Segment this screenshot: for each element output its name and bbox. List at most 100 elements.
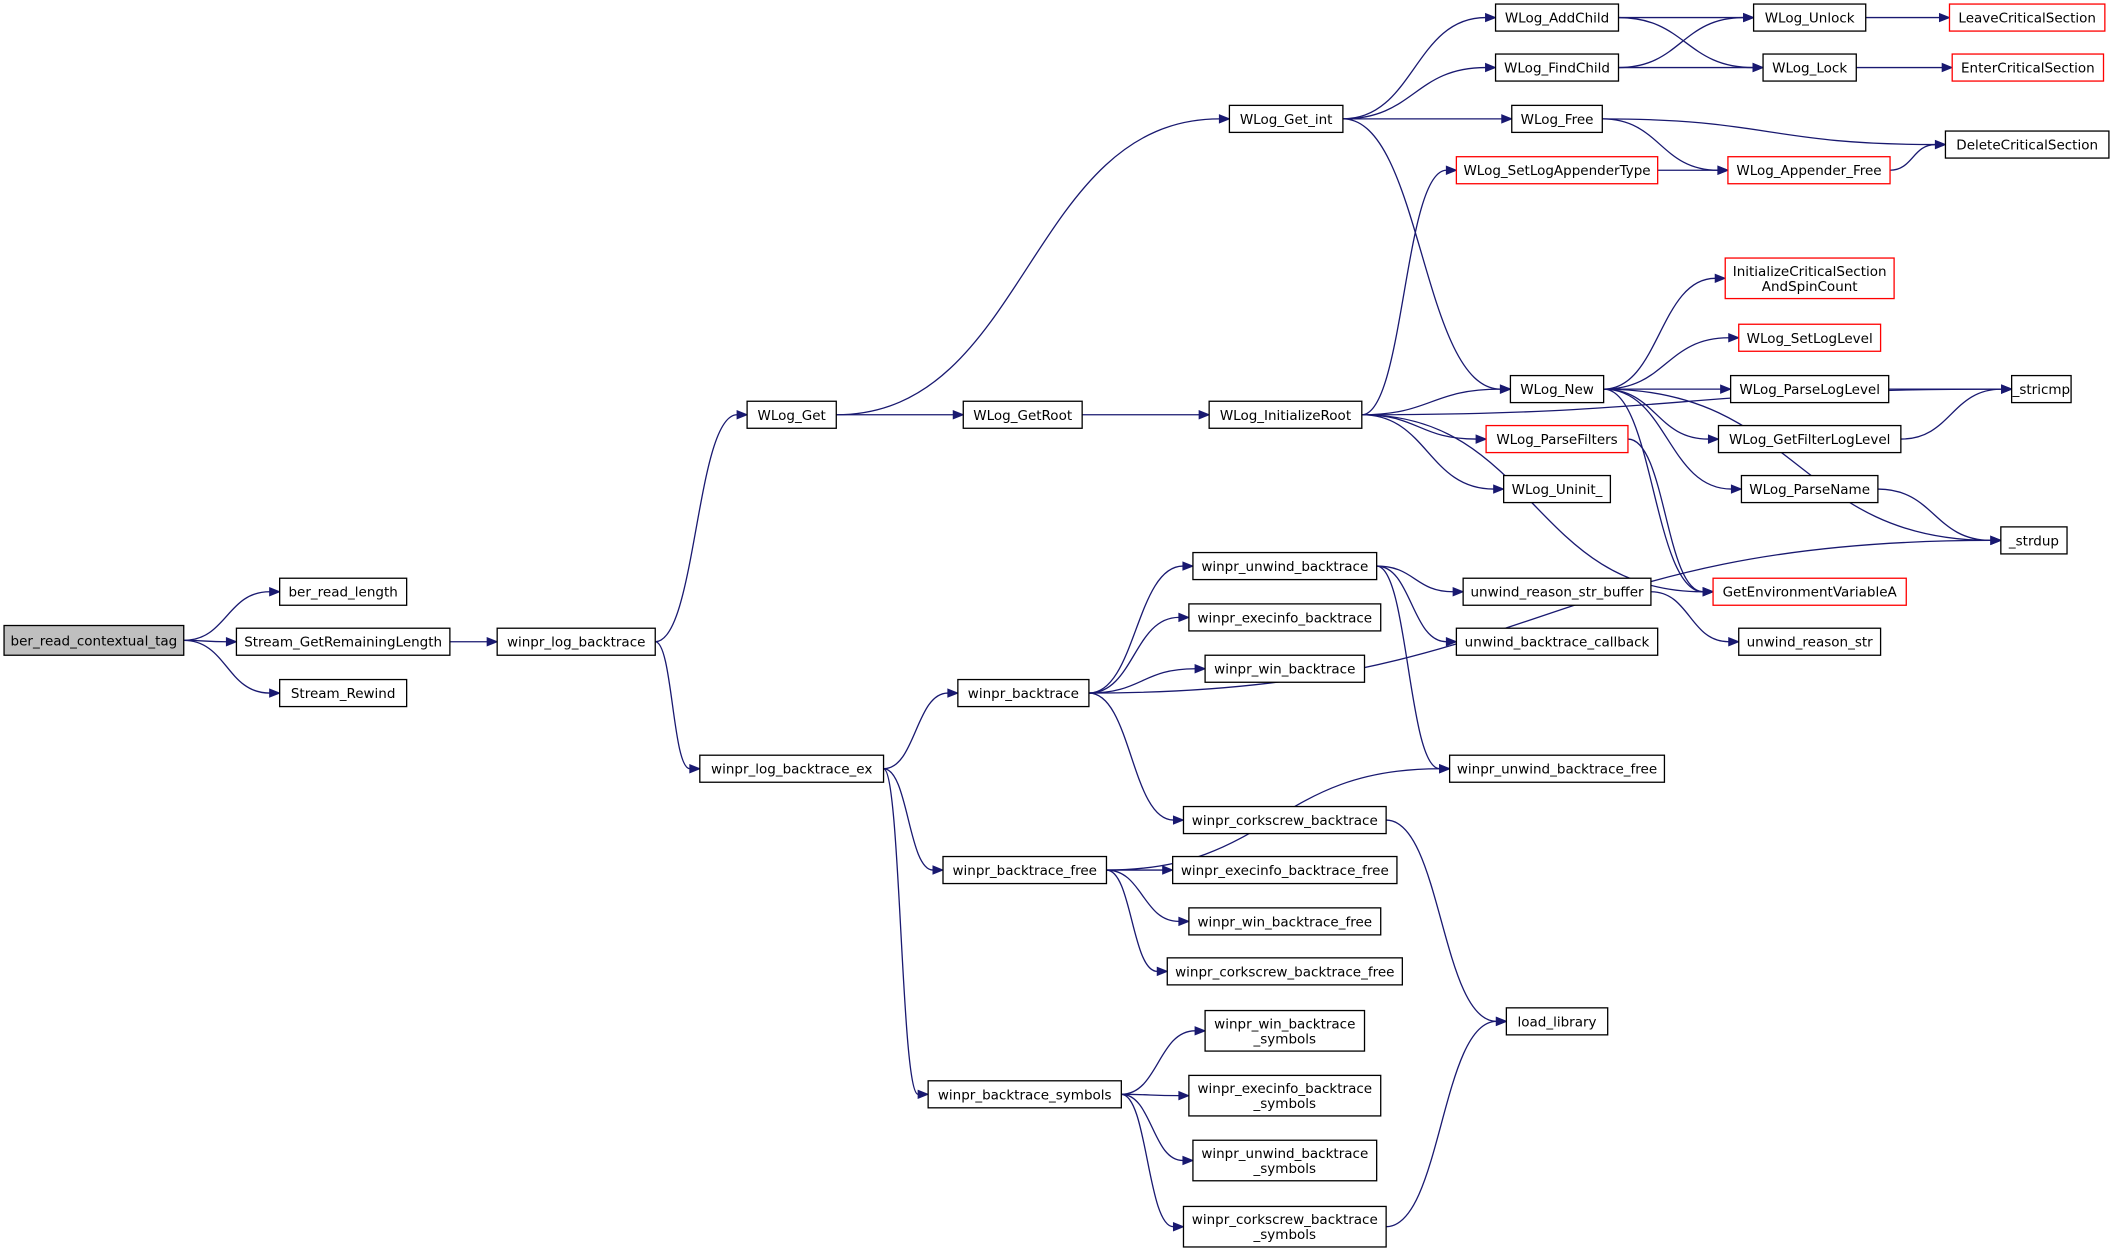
node-winpr_backtrace_free[interactable]: winpr_backtrace_free [942, 855, 1108, 885]
node-WLog_GetFilterLogLevel[interactable]: WLog_GetFilterLogLevel [1717, 424, 1902, 454]
node-winpr_log_backtrace_ex[interactable]: winpr_log_backtrace_ex [699, 754, 885, 783]
edge-WLog_Appender_Free-to-DeleteCriticalSection [1890, 139, 1947, 171]
edge-arrowhead [486, 636, 499, 647]
node-DeleteCriticalSection[interactable]: DeleteCriticalSection [1944, 130, 2110, 159]
node-ber_read_contextual_tag: ber_read_contextual_tag [3, 624, 185, 656]
node-unwind_backtrace_callback[interactable]: unwind_backtrace_callback [1455, 627, 1659, 656]
node-label: winpr_unwind_backtrace_free [1457, 762, 1657, 778]
node-_stricmp[interactable]: _stricmp [2010, 374, 2072, 404]
edge-winpr_backtrace-to-winpr_corkscrew_backtrace [1088, 692, 1185, 825]
node-box [1762, 53, 1857, 82]
node-label: winpr_execinfo_backtrace_free [1181, 863, 1389, 879]
edge-arrowhead [269, 586, 282, 597]
edge-winpr_log_backtrace-to-WLog_Get [655, 410, 749, 643]
node-ber_read_length[interactable]: ber_read_length [279, 577, 408, 606]
node-WLog_Unlock[interactable]: WLog_Unlock [1752, 3, 1867, 32]
node-Stream_Rewind[interactable]: Stream_Rewind [279, 678, 408, 708]
edge-arrowhead [1445, 636, 1458, 647]
edge-unwind_reason_str_buffer-to-unwind_reason_str [1650, 591, 1741, 647]
node-winpr_unwind_backtrace[interactable]: winpr_unwind_backtrace [1192, 551, 1378, 581]
node-winpr_win_backtrace_symbols[interactable]: winpr_win_backtrace_symbols [1204, 1009, 1366, 1052]
node-WLog_Lock[interactable]: WLog_Lock [1762, 53, 1857, 82]
node-label: ber_read_contextual_tag [11, 633, 178, 649]
edge-arrowhead [1495, 1016, 1508, 1027]
node-GetEnvironmentVariableA[interactable]: GetEnvironmentVariableA [1712, 577, 1907, 606]
node-WLog_AddChild[interactable]: WLog_AddChild [1494, 3, 1620, 32]
node-WLog_ParseFilters[interactable]: WLog_ParseFilters [1485, 424, 1629, 454]
edge-WLog_AddChild-to-WLog_Lock [1618, 16, 1765, 73]
node-box [279, 577, 408, 606]
edge-arrowhead [947, 688, 960, 698]
node-winpr_unwind_backtrace_free[interactable]: winpr_unwind_backtrace_free [1448, 754, 1666, 783]
edge-arrowhead [1218, 114, 1231, 124]
node-Stream_GetRemainingLength[interactable]: Stream_GetRemainingLength [235, 627, 451, 656]
edge-winpr_backtrace-to-winpr_unwind_backtrace [1088, 561, 1195, 694]
edge-arrowhead [1178, 612, 1191, 623]
edge-WLog_ParseFilters-to-GetEnvironmentVariableA [1627, 438, 1715, 597]
edge-arrowhead [1178, 1090, 1191, 1101]
node-unwind_reason_str[interactable]: unwind_reason_str [1738, 627, 1882, 656]
edge-winpr_backtrace-to-_strdup [1088, 535, 2003, 694]
node-WLog_InitializeRoot[interactable]: WLog_InitializeRoot [1208, 400, 1363, 429]
edge-arrowhead [1990, 535, 2003, 546]
edge-winpr_backtrace-to-winpr_execinfo_backtrace [1088, 612, 1191, 694]
edge-arrowhead [1728, 333, 1741, 343]
node-WLog_ParseLogLevel[interactable]: WLog_ParseLogLevel [1729, 374, 1890, 404]
node-box [1505, 1007, 1609, 1036]
node-WLog_SetLogLevel[interactable]: WLog_SetLogLevel [1738, 323, 1882, 352]
node-label: WLog_Get_int [1240, 112, 1333, 128]
edge-arrowhead [736, 410, 749, 420]
node-WLog_Uninit_[interactable]: WLog_Uninit_ [1503, 474, 1612, 504]
node-_strdup[interactable]: _strdup [2000, 526, 2068, 555]
node-winpr_execinfo_backtrace[interactable]: winpr_execinfo_backtrace [1188, 603, 1382, 632]
node-WLog_GetRoot[interactable]: WLog_GetRoot [962, 400, 1083, 429]
node-label: WLog_Lock [1772, 61, 1847, 77]
edge-winpr_backtrace-to-winpr_win_backtrace [1088, 664, 1207, 694]
edge-arrowhead [1743, 12, 1755, 23]
node-label: _strdup [2008, 533, 2059, 549]
node-winpr_unwind_backtrace_symbols[interactable]: winpr_unwind_backtrace_symbols [1192, 1139, 1378, 1182]
node-EnterCriticalSection[interactable]: EnterCriticalSection [1951, 53, 2105, 82]
edge-WLog_Get_int-to-WLog_AddChild [1342, 12, 1497, 120]
edge-winpr_log_backtrace-to-winpr_log_backtrace_ex [654, 641, 702, 774]
node-WLog_ParseName[interactable]: WLog_ParseName [1740, 474, 1879, 504]
node-load_library[interactable]: load_library [1505, 1007, 1609, 1036]
edge-WLog_GetFilterLogLevel-to-_stricmp [1900, 384, 2013, 440]
node-label: winpr_execinfo_backtrace [1198, 610, 1373, 626]
node-WLog_Free[interactable]: WLog_Free [1511, 104, 1603, 134]
node-WLog_Get_int[interactable]: WLog_Get_int [1228, 104, 1344, 134]
node-label: WLog_ParseLogLevel [1739, 382, 1880, 398]
node-WLog_Appender_Free[interactable]: WLog_Appender_Free [1727, 156, 1891, 185]
node-WLog_SetLogAppenderType[interactable]: WLog_SetLogAppenderType [1455, 156, 1659, 185]
node-WLog_Get[interactable]: WLog_Get [746, 400, 837, 429]
node-label: Stream_Rewind [291, 686, 396, 702]
node-label: WLog_InitializeRoot [1220, 408, 1351, 424]
node-box [1204, 654, 1366, 683]
edge-arrowhead [1938, 12, 1951, 23]
node-winpr_execinfo_backtrace_symbols[interactable]: winpr_execinfo_backtrace_symbols [1188, 1074, 1382, 1117]
edge-arrowhead [225, 636, 238, 647]
node-unwind_reason_str_buffer[interactable]: unwind_reason_str_buffer [1462, 577, 1652, 606]
node-winpr_win_backtrace[interactable]: winpr_win_backtrace [1204, 654, 1366, 683]
edge-winpr_unwind_backtrace-to-unwind_reason_str_buffer [1376, 565, 1465, 597]
node-box [1948, 3, 2106, 32]
edge-WLog_InitializeRoot-to-WLog_Uninit_ [1361, 414, 1506, 494]
node-WLog_New[interactable]: WLog_New [1509, 374, 1605, 404]
edge-WLog_Unlock-to-LeaveCriticalSection [1865, 12, 1951, 23]
node-box [496, 627, 656, 656]
node-label: winpr_corkscrew_backtrace [1192, 813, 1378, 829]
node-winpr_backtrace_symbols[interactable]: winpr_backtrace_symbols [927, 1080, 1122, 1109]
edge-arrowhead [269, 688, 282, 698]
node-winpr_log_backtrace[interactable]: winpr_log_backtrace [496, 627, 656, 656]
node-LeaveCriticalSection[interactable]: LeaveCriticalSection [1948, 3, 2106, 32]
node-box [1462, 577, 1652, 606]
node-winpr_corkscrew_backtrace_free[interactable]: winpr_corkscrew_backtrace_free [1166, 957, 1403, 986]
nodes-layer: ber_read_contextual_tag ber_read_lengthSt… [3, 3, 2110, 1248]
node-winpr_backtrace[interactable]: winpr_backtrace [957, 678, 1090, 708]
node-winpr_execinfo_backtrace_free[interactable]: winpr_execinfo_backtrace_free [1172, 855, 1398, 885]
node-winpr_corkscrew_backtrace_symbols[interactable]: winpr_corkscrew_backtrace_symbols [1182, 1205, 1387, 1248]
node-WLog_FindChild[interactable]: WLog_FindChild [1494, 53, 1620, 82]
node-winpr_corkscrew_backtrace[interactable]: winpr_corkscrew_backtrace [1182, 805, 1387, 835]
node-winpr_win_backtrace_free[interactable]: winpr_win_backtrace_free [1188, 907, 1382, 936]
